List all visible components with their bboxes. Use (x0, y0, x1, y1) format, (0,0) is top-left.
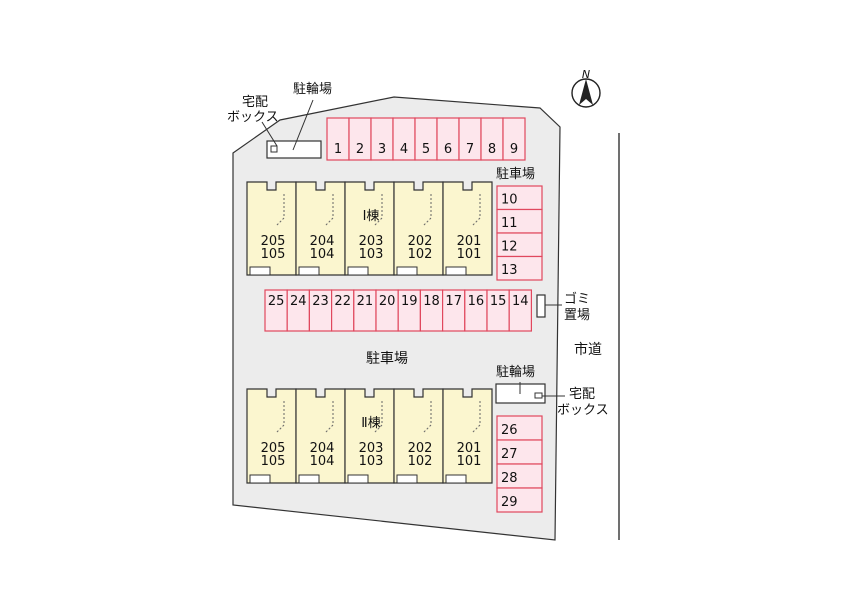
garbage-label-2: 置場 (564, 308, 590, 323)
unit-number-lower: 102 (408, 454, 433, 469)
parking-space-number: 5 (422, 142, 430, 157)
unit-number-lower: 103 (359, 247, 384, 262)
parking-space-number: 8 (488, 142, 496, 157)
unit-number-upper: 205 (261, 441, 286, 456)
leader-line (292, 99, 314, 151)
parking-space-number: 14 (512, 294, 529, 309)
parking-space-number: 1 (334, 142, 342, 157)
unit-partition (422, 194, 432, 227)
road-label: 市道 (574, 341, 602, 358)
building-name: Ⅰ棟 (363, 209, 380, 224)
parking-space (496, 415, 543, 441)
delivery-box-top-label-1: 宅配 (242, 95, 268, 110)
parking-space-number: 7 (466, 142, 474, 157)
top-parking-label: 駐車場 (496, 167, 535, 182)
unit-number-upper: 201 (457, 441, 482, 456)
parking-space-number: 28 (501, 471, 518, 486)
parking-space-number: 18 (423, 294, 440, 309)
parking-space-number: 23 (312, 294, 329, 309)
unit-partition (471, 401, 481, 434)
unit-number-upper: 205 (261, 234, 286, 249)
bike-parking-top (266, 140, 322, 159)
delivery-box-bottom (534, 392, 543, 399)
unit-partition (471, 194, 481, 227)
unit-entrance (445, 266, 467, 276)
parking-space (496, 255, 543, 281)
unit-entrance (298, 474, 320, 484)
delivery-box-bottom-label-2: ボックス (557, 403, 609, 418)
leader-line (261, 121, 278, 147)
parking-space-number: 2 (356, 142, 364, 157)
parking-space-number: 10 (501, 193, 518, 208)
parking-space-number: 15 (490, 294, 507, 309)
garbage-area (536, 294, 546, 318)
delivery-box-top (270, 145, 278, 153)
parking-space (502, 117, 526, 161)
parking-space-number: 11 (501, 216, 518, 231)
unit-entrance (347, 266, 369, 276)
delivery-box-top-label-2: ボックス (227, 110, 279, 125)
unit-number-upper: 203 (359, 234, 384, 249)
unit-partition (324, 401, 334, 434)
parking-space (508, 289, 533, 332)
unit-entrance (249, 266, 271, 276)
unit-entrance (249, 474, 271, 484)
unit-number-upper: 203 (359, 441, 384, 456)
parking-space-number: 26 (501, 423, 518, 438)
parking-space-number: 3 (378, 142, 386, 157)
buildings: 205105204104203103202102201101Ⅰ棟20510520… (246, 181, 493, 484)
unit-entrance (396, 266, 418, 276)
bike-parking-top-label: 駐輪場 (293, 81, 332, 97)
unit-number-lower: 101 (457, 247, 482, 262)
unit-partition (324, 194, 334, 227)
parking-space-number: 17 (445, 294, 462, 309)
unit-entrance (298, 266, 320, 276)
garbage-label-1: ゴミ (564, 291, 590, 307)
building-name: Ⅱ棟 (361, 416, 380, 431)
parking-space-number: 20 (379, 294, 396, 309)
parking-space-number: 6 (444, 142, 452, 157)
unit-number-upper: 204 (310, 234, 335, 249)
unit-partition (422, 401, 432, 434)
unit-number-lower: 104 (310, 247, 335, 262)
unit-partition (373, 401, 383, 434)
bike-parking-bottom-label: 駐輪場 (496, 364, 535, 380)
parking-space-number: 13 (501, 263, 518, 278)
unit-number-upper: 201 (457, 234, 482, 249)
parking-space-number: 29 (501, 495, 518, 510)
parking-space-number: 27 (501, 447, 518, 462)
parking-space-number: 19 (401, 294, 418, 309)
unit-number-lower: 103 (359, 454, 384, 469)
unit-number-lower: 102 (408, 247, 433, 262)
unit-entrance (445, 474, 467, 484)
unit-number-upper: 204 (310, 441, 335, 456)
unit-number-upper: 202 (408, 441, 433, 456)
center-parking-label: 駐車場 (366, 350, 408, 367)
unit-number-lower: 105 (261, 454, 286, 469)
compass-icon (571, 78, 601, 108)
unit-number-lower: 105 (261, 247, 286, 262)
parking-space-number: 4 (400, 142, 408, 157)
parking-space-number: 25 (268, 294, 285, 309)
unit-entrance (347, 474, 369, 484)
unit-number-lower: 101 (457, 454, 482, 469)
parking-space-number: 9 (510, 142, 518, 157)
unit-partition (275, 194, 285, 227)
unit-number-lower: 104 (310, 454, 335, 469)
parking-space-number: 21 (357, 294, 374, 309)
unit-number-upper: 202 (408, 234, 433, 249)
delivery-box-bottom-label-1: 宅配 (569, 387, 595, 402)
parking-space-number: 22 (334, 294, 351, 309)
parking-space-number: 24 (290, 294, 307, 309)
unit-partition (373, 194, 383, 227)
compass-label: N (582, 68, 590, 81)
parking-space-number: 16 (468, 294, 485, 309)
parking-space-number: 12 (501, 240, 518, 255)
parking-space (496, 487, 543, 513)
unit-entrance (396, 474, 418, 484)
unit-partition (275, 401, 285, 434)
